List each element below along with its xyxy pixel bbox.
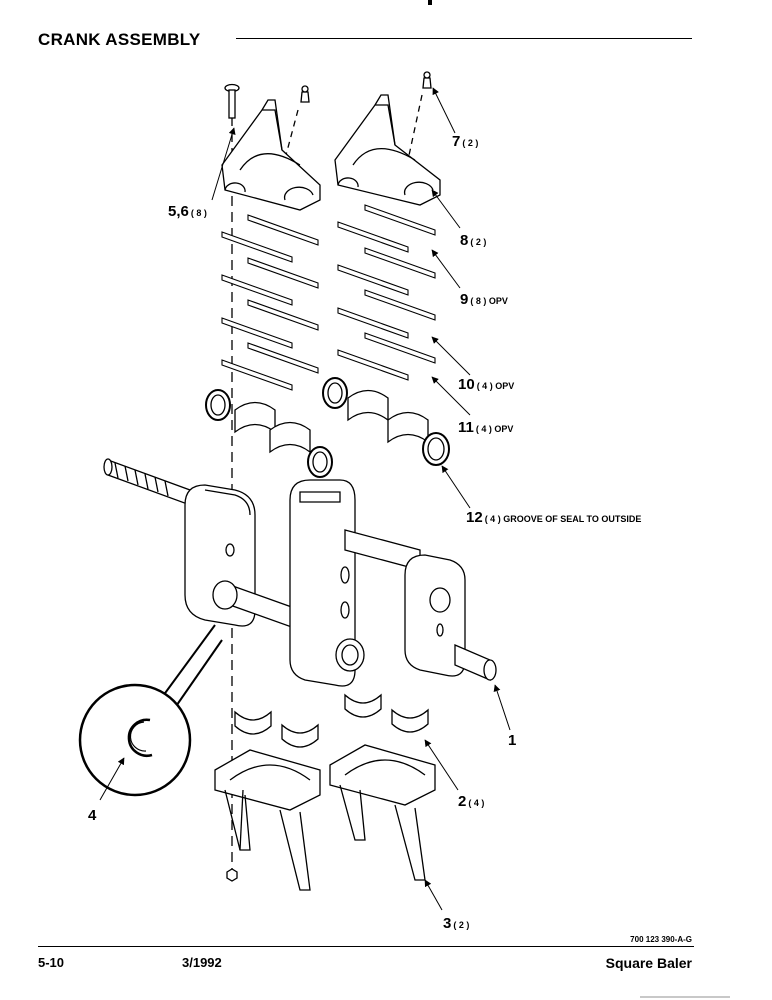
leader-arrows <box>99 87 511 911</box>
page-top-mark <box>428 0 432 5</box>
alignment-line-fitting-right <box>407 94 423 161</box>
callout-7: 7( 2 ) <box>452 133 478 150</box>
callout-12: 12( 4 ) GROOVE OF SEAL TO OUTSIDE <box>466 509 641 526</box>
title-rule <box>236 38 692 39</box>
lower-mount-left <box>214 749 321 891</box>
footer-rule <box>38 946 694 947</box>
callout-4: 4 <box>88 807 97 824</box>
bushing-half-1 <box>234 401 276 434</box>
product-name: Square Baler <box>605 955 692 971</box>
bushing-half-4 <box>387 411 429 444</box>
grease-fitting-left <box>300 85 310 103</box>
bearing-cap-left <box>221 99 321 211</box>
callout-labels: 5,6( 8 ) 7( 2 ) 8( 2 ) 9( 8 ) OPV 10( 4 … <box>88 133 641 932</box>
page-title: CRANK ASSEMBLY <box>38 30 201 49</box>
shim-stack-left <box>221 214 319 391</box>
seal-ring-3 <box>322 377 348 409</box>
seal-ring-2 <box>307 446 333 478</box>
scan-artifact <box>640 996 730 998</box>
crankshaft <box>103 458 497 687</box>
revision-date: 3/1992 <box>182 955 222 970</box>
drawing-reference: 700 123 390-A-G <box>630 935 692 944</box>
shim-stack-right <box>337 204 436 381</box>
page-number: 5-10 <box>38 955 65 970</box>
hex-nut <box>226 868 238 882</box>
bearing-cap-right <box>334 94 441 206</box>
callout-9: 9( 8 ) OPV <box>460 291 508 308</box>
callout-11: 11( 4 ) OPV <box>458 419 513 436</box>
detail-circle <box>78 624 223 797</box>
callout-1: 1 <box>508 732 516 749</box>
carriage-bolt <box>224 83 240 119</box>
seal-ring-4 <box>422 432 450 466</box>
grease-fitting-right <box>422 71 432 89</box>
seal-ring-1 <box>205 389 231 421</box>
callout-10: 10( 4 ) OPV <box>458 376 514 393</box>
bushing-half-3 <box>347 389 389 422</box>
callout-2: 2( 4 ) <box>458 793 484 810</box>
callout-8: 8( 2 ) <box>460 232 486 249</box>
callout-3: 3( 2 ) <box>443 915 469 932</box>
bushing-half-2 <box>269 421 311 454</box>
callout-5-6: 5,6( 8 ) <box>168 203 207 220</box>
lower-bushing-halves <box>234 693 429 748</box>
lower-mount-right <box>329 744 436 881</box>
